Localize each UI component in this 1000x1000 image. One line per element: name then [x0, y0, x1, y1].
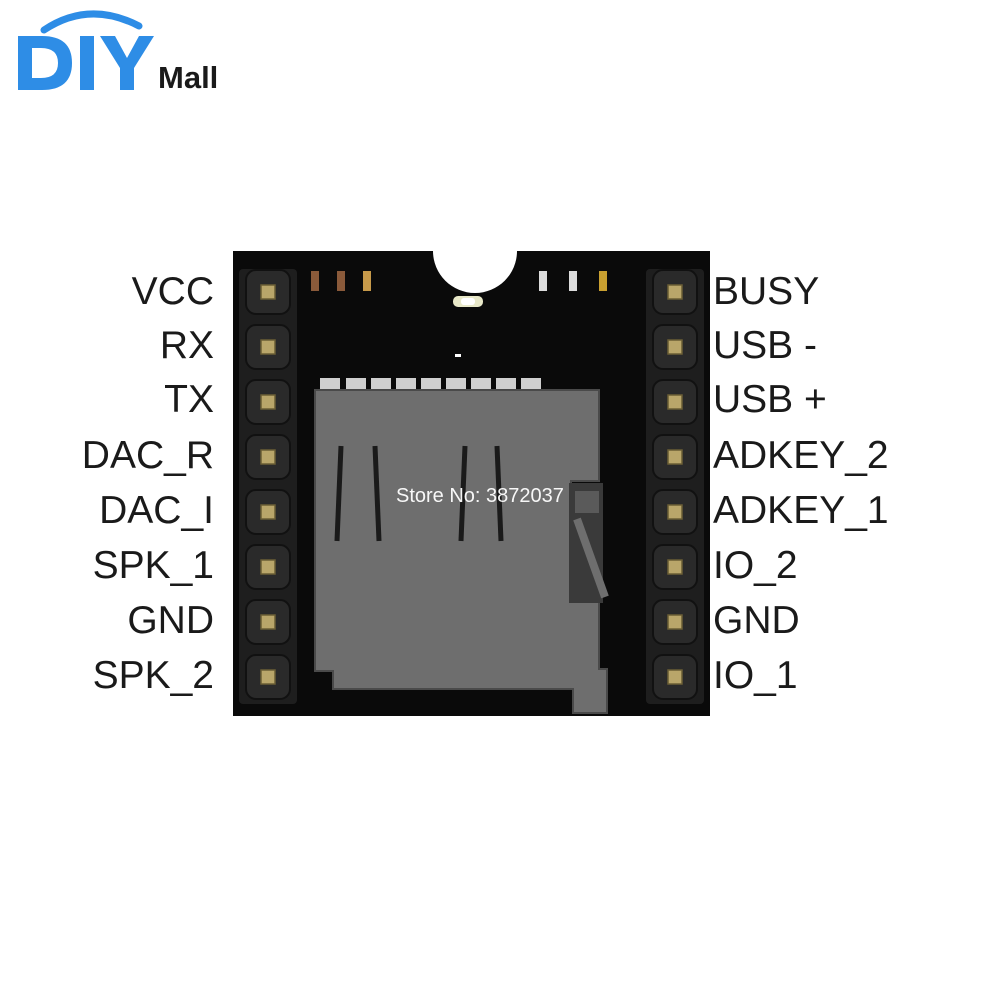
microsd-card-slot: [314, 378, 609, 714]
right-pin-header: [646, 269, 704, 704]
smd-resistor: [337, 271, 345, 291]
smd-capacitor: [363, 271, 371, 291]
pin-label-usb-plus: USB +: [713, 378, 827, 421]
store-watermark: Store No: 3872037: [396, 485, 564, 507]
pin-contact: [667, 394, 683, 410]
smd-capacitor: [599, 271, 607, 291]
pin-contact: [667, 449, 683, 465]
pin-contact: [260, 449, 276, 465]
logo-mall-text: Mall: [158, 60, 218, 95]
smd-resistor: [311, 271, 319, 291]
pin-contact: [260, 614, 276, 630]
pin-label-spk-1: SPK_1: [92, 544, 214, 587]
pin-label-tx: TX: [164, 378, 214, 421]
smd-resistor: [539, 271, 547, 291]
pin-contact: [260, 394, 276, 410]
pin-label-usb-minus: USB -: [713, 324, 818, 367]
logo-letter-d: [18, 36, 72, 90]
pin-label-gnd-left: GND: [127, 599, 214, 642]
pin-label-dac-i: DAC_I: [99, 489, 214, 532]
pin-contact: [260, 339, 276, 355]
logo-swoosh: [40, 10, 143, 34]
pin-label-busy: BUSY: [713, 270, 820, 313]
pin-label-spk-2: SPK_2: [92, 654, 214, 697]
pin-label-rx: RX: [159, 324, 214, 367]
pin-contact: [260, 504, 276, 520]
pin-label-gnd-right: GND: [713, 599, 800, 642]
diymall-logo: Mall: [18, 10, 218, 95]
pin-contact: [667, 504, 683, 520]
smd-resistor: [569, 271, 577, 291]
pin-label-adkey-1: ADKEY_1: [713, 489, 889, 532]
pin-contact: [260, 669, 276, 685]
pin-contact: [667, 669, 683, 685]
mp3-module-board: [233, 251, 710, 716]
pin-contact: [667, 614, 683, 630]
left-pin-header: [239, 269, 297, 704]
pin-contact: [260, 559, 276, 575]
pin-contact: [667, 339, 683, 355]
pin-contact: [667, 284, 683, 300]
pin-label-io-1: IO_1: [713, 654, 798, 697]
logo-letter-i: [80, 36, 94, 90]
pin-label-vcc: VCC: [131, 270, 214, 313]
logo-letter-y: [100, 36, 154, 90]
pin-label-adkey-2: ADKEY_2: [713, 434, 889, 477]
pin-label-io-2: IO_2: [713, 544, 798, 587]
pin-label-dac-r: DAC_R: [81, 434, 214, 477]
pin-contact: [667, 559, 683, 575]
pin-contact: [260, 284, 276, 300]
